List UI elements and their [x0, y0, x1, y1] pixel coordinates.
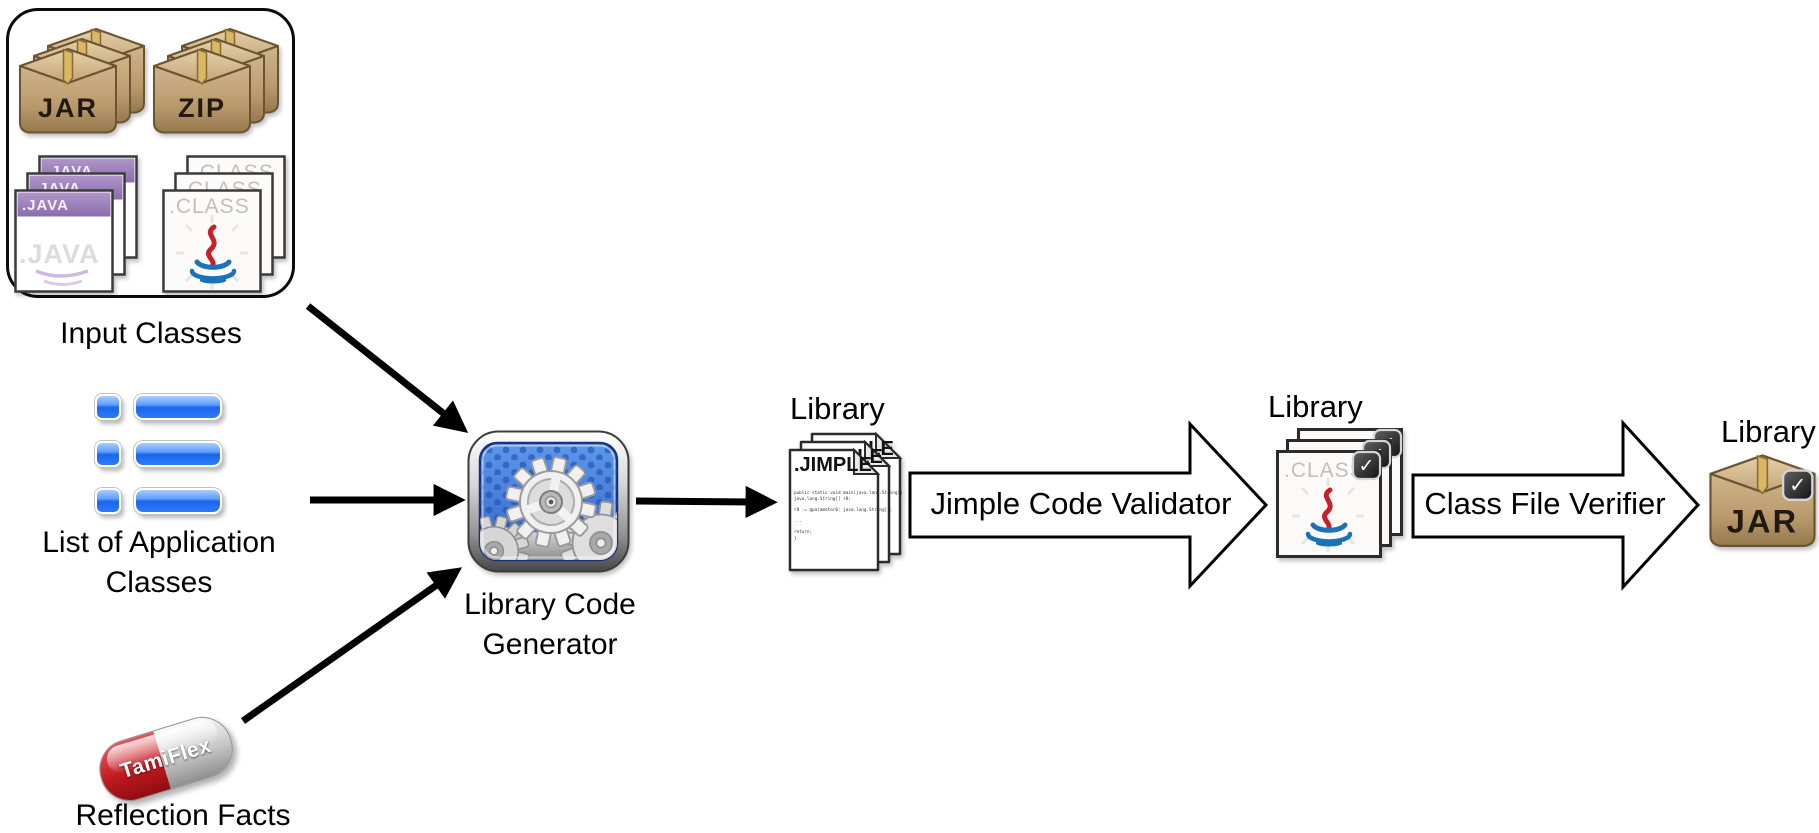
- jimple-code-line: }: [794, 536, 797, 542]
- output-jar-label: JAR: [1727, 503, 1799, 539]
- jimple-code-line: return;: [794, 529, 812, 535]
- verifier-arrow-label: Class File Verifier: [1424, 486, 1666, 521]
- jimple-header-front: .JIMPLE: [794, 454, 872, 476]
- jimple-code-line: java.lang.String[] r0;: [794, 496, 851, 502]
- jimple-code-line: public static void main(java.lang.String…: [794, 490, 902, 496]
- output-jar-icon: JAR ✓: [1709, 454, 1816, 547]
- class-files-icon: .CLASS .CLASS .CLASS: [162, 155, 286, 293]
- input-classes-label: Input Classes: [60, 317, 242, 350]
- arrow-generator-to-jimple: [635, 485, 778, 519]
- app-list-label-line2: Classes: [105, 566, 213, 599]
- sunburst-rays: [176, 215, 248, 289]
- generator-label-line2: Generator: [482, 628, 618, 661]
- arrow-input-to-generator: [305, 303, 469, 434]
- class-out-header-front: .CLASS: [1284, 459, 1365, 482]
- list-bullet-icon: [95, 488, 121, 514]
- list-row: [95, 488, 227, 514]
- sunburst-rays: [1292, 478, 1364, 552]
- jimple-code-line: ...: [794, 519, 802, 524]
- java-files-icon: .JAVA .JAVA .JAVA .JAVA: [14, 155, 138, 293]
- jar-box-label: JAR: [38, 93, 98, 123]
- check-badge-icon: ✓: [1781, 469, 1814, 502]
- zip-box-label: ZIP: [178, 93, 226, 123]
- jimple-library-label: Library: [790, 391, 885, 426]
- list-row: [95, 394, 227, 420]
- list-bar-icon: [134, 441, 222, 467]
- list-bullet-icon: [95, 394, 121, 420]
- application-list-icon: [95, 394, 227, 535]
- list-bar-icon: [134, 394, 222, 420]
- jar-files-icon: JAR: [19, 28, 145, 134]
- library-code-generator-icon: [467, 430, 630, 573]
- class-library-label: Library: [1268, 389, 1363, 424]
- java-watermark: .JAVA: [19, 239, 100, 269]
- zip-files-icon: ZIP: [153, 28, 279, 134]
- jimple-files-icon: .JIMPLE .JIMPLE .JIMPLE public static vo…: [788, 432, 902, 572]
- generator-label-line1: Library Code: [464, 588, 636, 621]
- java-header-front: .JAVA: [22, 197, 69, 214]
- check-icon: ✓: [1789, 473, 1806, 497]
- list-bar-icon: [134, 488, 222, 514]
- reflection-facts-label: Reflection Facts: [75, 799, 291, 832]
- class-header-front: .CLASS: [169, 195, 250, 218]
- check-badge-icon: ✓: [1351, 450, 1382, 481]
- list-row: [95, 441, 227, 467]
- list-bullet-icon: [95, 441, 121, 467]
- validated-class-files-icon: .CLASS ✓ .CLASS ✓ .CLASS ✓: [1276, 428, 1403, 558]
- tamiflex-label: TamiFlex: [117, 733, 214, 784]
- check-icon: ✓: [1359, 455, 1375, 477]
- arrow-reflection-to-generator: [240, 567, 463, 724]
- tamiflex-pill-icon: TamiFlex: [91, 709, 241, 809]
- gear-large-center: [496, 447, 606, 557]
- app-list-label-line1: List of Application: [42, 526, 276, 559]
- jimple-code-line: r0 := @parameter0: java.lang.String[];: [794, 507, 892, 513]
- validator-arrow-label: Jimple Code Validator: [930, 486, 1232, 521]
- jar-library-label: Library: [1721, 414, 1816, 449]
